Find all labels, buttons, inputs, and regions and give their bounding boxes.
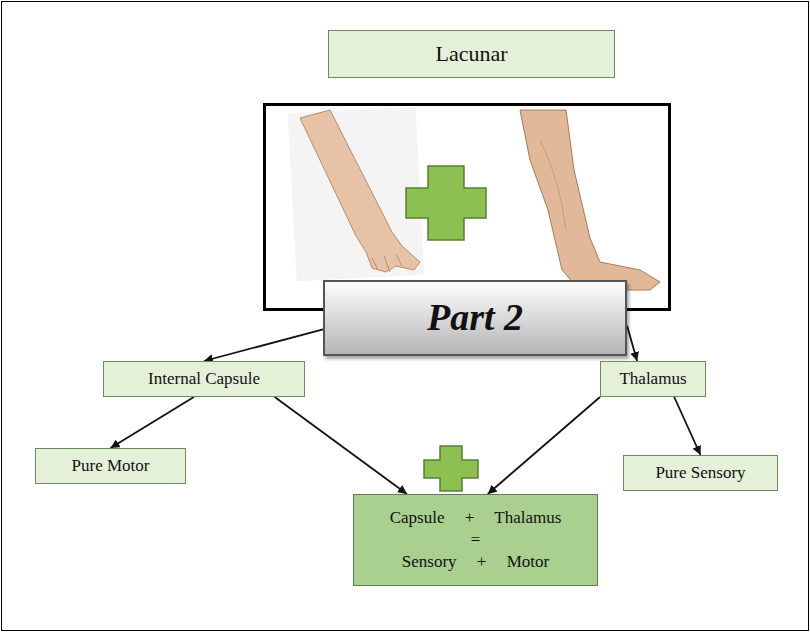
arm-picture	[288, 107, 425, 281]
title-box: Lacunar	[328, 30, 615, 78]
box-label: Pure Motor	[72, 455, 150, 477]
part-banner: Part 2	[323, 280, 627, 356]
combination-box: Capsule + Thalamus=Sensory + Motor	[353, 494, 598, 586]
arrow-connector	[111, 397, 194, 448]
plus-symbol	[406, 166, 486, 240]
box-label: Thalamus	[619, 368, 686, 390]
syndrome-box: Pure Motor	[35, 448, 186, 484]
leg-picture	[520, 110, 660, 290]
region-box: Thalamus	[600, 361, 706, 397]
arrow-connector	[275, 397, 407, 494]
box-label: =	[471, 529, 481, 551]
plus-symbol	[424, 446, 478, 491]
box-label: Lacunar	[435, 40, 507, 69]
syndrome-box: Pure Sensory	[623, 455, 778, 491]
arrow-connector	[204, 329, 323, 361]
box-label: Sensory + Motor	[402, 551, 549, 573]
arrow-connector	[627, 326, 637, 361]
box-label: Internal Capsule	[148, 368, 260, 390]
box-label: Capsule + Thalamus	[390, 507, 562, 529]
region-box: Internal Capsule	[103, 361, 305, 397]
image-frame	[265, 105, 670, 310]
box-label: Part 2	[427, 293, 523, 342]
arrow-connector	[488, 397, 600, 494]
arrow-connector	[674, 397, 700, 455]
box-label: Pure Sensory	[655, 462, 745, 484]
